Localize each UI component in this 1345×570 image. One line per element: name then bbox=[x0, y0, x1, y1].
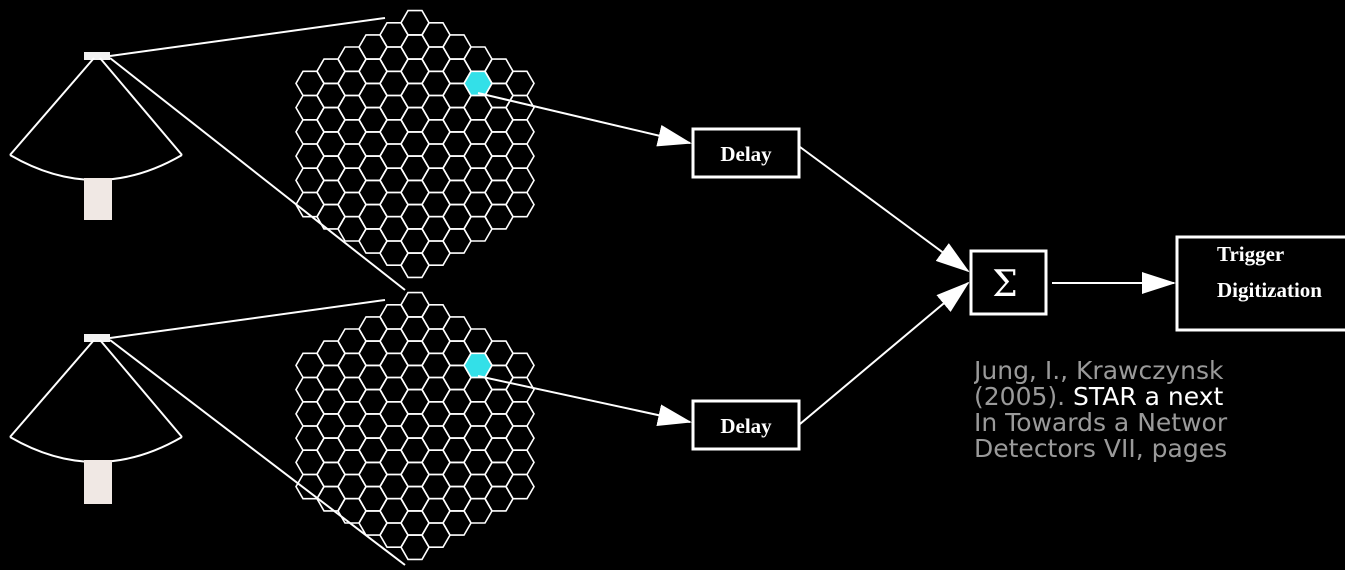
telescope-bottom-ray-lower bbox=[109, 339, 406, 566]
camera-top-pixel bbox=[505, 119, 535, 145]
sum-symbol: Σ bbox=[992, 264, 1017, 305]
telescope-top bbox=[9, 17, 406, 291]
telescope-top-ray-upper bbox=[109, 17, 386, 57]
citation-title: STAR a next bbox=[1073, 382, 1224, 411]
telescope-top-mount bbox=[84, 178, 112, 220]
telescope-bottom-dish-arc bbox=[9, 436, 183, 463]
citation-line-3: In Towards a Networ bbox=[974, 408, 1228, 437]
camera-top-pixel bbox=[505, 94, 535, 121]
camera-bottom-pixel bbox=[505, 352, 535, 379]
citation: Jung, I., Krawczynsk (2005). STAR a next… bbox=[974, 358, 1345, 518]
trigger-label: Trigger bbox=[1217, 242, 1284, 266]
camera-bottom-pixel bbox=[505, 425, 535, 452]
telescope-bottom-mount bbox=[84, 460, 112, 504]
delay-box-bottom bbox=[691, 399, 801, 451]
camera-bottom-pixel bbox=[505, 400, 535, 427]
camera-top-hex-grid bbox=[295, 9, 535, 279]
telescope-top-dish-arc bbox=[9, 154, 183, 181]
telescope-bottom-ray-upper bbox=[109, 299, 386, 339]
trigger-digitization-box bbox=[1175, 235, 1345, 332]
telescope-top-dish-left-edge bbox=[9, 57, 95, 156]
citation-line-1: Jung, I., Krawczynsk bbox=[974, 358, 1224, 385]
camera-top-pixel bbox=[505, 143, 535, 169]
sum-box bbox=[969, 249, 1048, 316]
camera-bottom-pixel bbox=[505, 473, 535, 500]
signal-arrow-top bbox=[477, 92, 692, 147]
citation-line-4: Detectors VII, pages bbox=[974, 434, 1228, 463]
camera-bottom-hex-grid bbox=[295, 291, 535, 561]
telescope-top-ray-lower bbox=[109, 57, 406, 291]
citation-year: (2005). bbox=[974, 382, 1074, 411]
delay-box-top bbox=[691, 127, 801, 179]
citation-line-2: (2005). STAR a next bbox=[974, 384, 1345, 410]
telescope-top-dish-right-edge bbox=[99, 57, 183, 156]
digitization-label: Digitization bbox=[1217, 278, 1322, 302]
telescope-bottom-focal-box bbox=[84, 334, 110, 342]
delay-label-bottom: Delay bbox=[720, 414, 772, 438]
delay-to-sum-arrow-top bbox=[799, 146, 970, 273]
signal-arrow-bottom bbox=[477, 375, 692, 426]
delay-to-sum-arrow-bottom bbox=[799, 281, 970, 425]
camera-bottom-pixel bbox=[505, 376, 535, 403]
camera-top-pixel bbox=[505, 167, 535, 194]
camera-top-pixel bbox=[505, 70, 535, 97]
telescope-bottom-dish-left-edge bbox=[9, 339, 95, 438]
telescope-top-focal-box bbox=[84, 52, 110, 60]
telescope-bottom bbox=[9, 299, 406, 566]
camera-top-pixel bbox=[505, 191, 535, 218]
camera-bottom-pixel bbox=[505, 449, 535, 476]
telescope-bottom-dish-right-edge bbox=[99, 339, 183, 438]
delay-label-top: Delay bbox=[720, 142, 772, 166]
